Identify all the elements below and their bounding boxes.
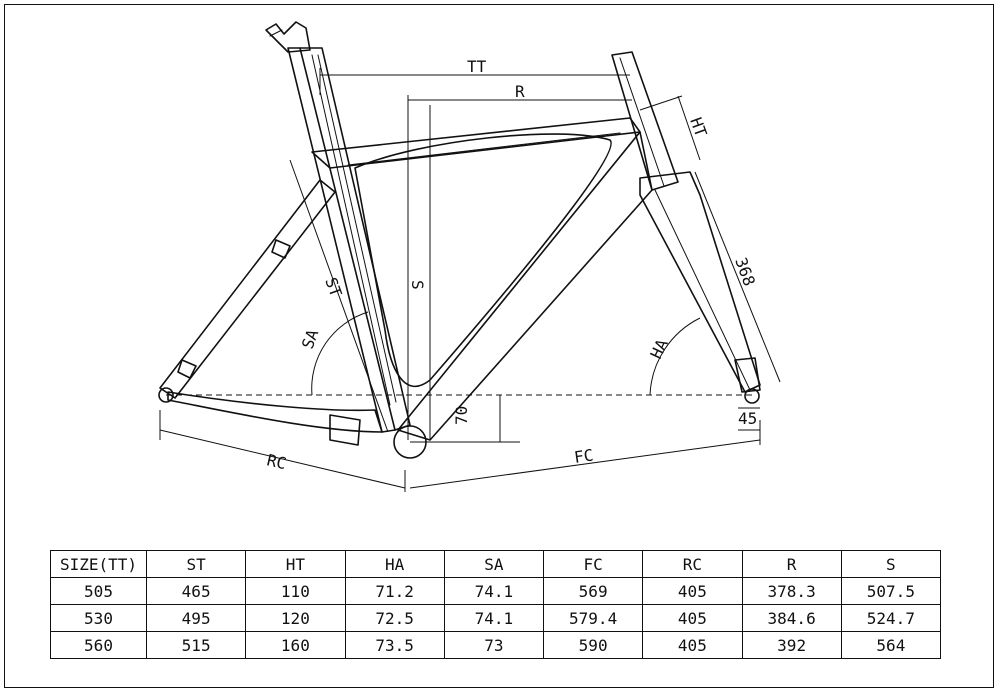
table-cell: 74.1 — [443, 604, 545, 632]
head-tube — [611, 51, 679, 191]
down-tube — [354, 131, 653, 441]
table-cell: 120 — [245, 604, 346, 632]
table-cell: 564 — [840, 631, 942, 659]
seat-tube — [287, 47, 411, 433]
label-tt: TT — [467, 57, 487, 76]
table-cell: 405 — [642, 631, 743, 659]
top-tube — [311, 117, 641, 169]
table-cell: 392 — [741, 631, 842, 659]
label-ht: HT — [686, 115, 711, 140]
table-cell: 384.6 — [741, 604, 842, 632]
bike-frame-geometry-diagram: TT R HT 368 S ST SA HA 70 45 RC FC — [158, 21, 781, 492]
table-cell: 72.5 — [344, 604, 445, 632]
header-ht: HT — [245, 550, 346, 578]
table-cell: 71.2 — [344, 577, 445, 605]
header-fc: FC — [542, 550, 644, 578]
table-cell: 405 — [642, 604, 743, 632]
label-fork-offset: 45 — [738, 409, 757, 428]
table-cell: 465 — [145, 577, 247, 605]
table-row: 530 495 120 72.5 74.1 579.4 405 384.6 52… — [50, 604, 942, 632]
header-r: R — [741, 550, 842, 578]
header-s: S — [840, 550, 942, 578]
table-cell: 495 — [145, 604, 247, 632]
table-cell: 160 — [245, 631, 346, 659]
chain-stay — [167, 391, 383, 446]
header-rc: RC — [642, 550, 743, 578]
geometry-table: SIZE(TT) ST HT HA SA FC RC R S 505 465 1… — [50, 550, 942, 659]
table-cell: 560 — [50, 631, 147, 659]
table-cell: 579.4 — [542, 604, 644, 632]
label-fc: FC — [573, 445, 595, 466]
seatpost-clamp — [265, 21, 311, 53]
page-border — [4, 4, 994, 688]
header-ha: HA — [344, 550, 445, 578]
table-cell: 405 — [642, 577, 743, 605]
label-rc: RC — [265, 450, 288, 473]
table-cell: 515 — [145, 631, 247, 659]
table-cell: 74.1 — [443, 577, 545, 605]
table-cell: 378.3 — [741, 577, 842, 605]
label-ha: HA — [646, 336, 672, 362]
label-sa: SA — [298, 326, 323, 351]
label-st: ST — [321, 275, 346, 300]
table-cell: 530 — [50, 604, 147, 632]
table-header-row: SIZE(TT) ST HT HA SA FC RC R S — [50, 550, 942, 578]
table-cell: 524.7 — [840, 604, 942, 632]
header-st: ST — [145, 550, 247, 578]
rear-dropout — [158, 387, 174, 403]
label-s: S — [408, 280, 427, 290]
label-r: R — [515, 82, 525, 101]
label-fork-length: 368 — [731, 255, 759, 289]
table-cell: 505 — [50, 577, 147, 605]
fork — [639, 171, 761, 393]
table-cell: 507.5 — [840, 577, 942, 605]
table-cell: 73 — [443, 631, 545, 659]
table-cell: 569 — [542, 577, 644, 605]
header-sa: SA — [443, 550, 545, 578]
table-row: 505 465 110 71.2 74.1 569 405 378.3 507.… — [50, 577, 942, 605]
table-row: 560 515 160 73.5 73 590 405 392 564 — [50, 631, 942, 659]
table-cell: 110 — [245, 577, 346, 605]
front-dropout — [744, 388, 760, 404]
header-size: SIZE(TT) — [50, 550, 147, 578]
table-cell: 590 — [542, 631, 644, 659]
table-cell: 73.5 — [344, 631, 445, 659]
label-bb-drop: 70 — [452, 406, 471, 425]
